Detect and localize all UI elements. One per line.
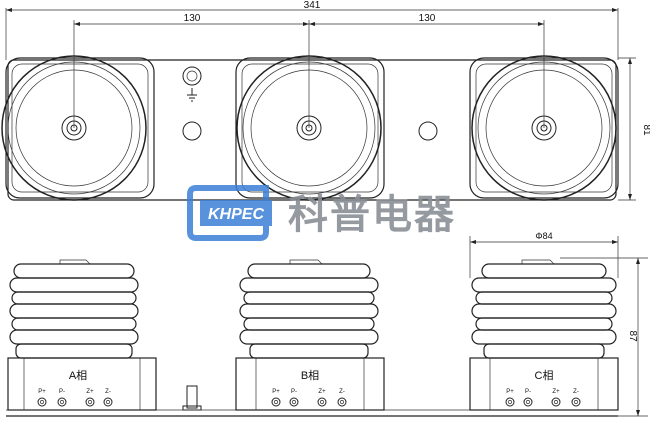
terminal-label: P+ (506, 389, 514, 395)
terminal-label: P- (525, 389, 531, 395)
insulator-front-b (235, 259, 385, 411)
terminal-studs (37, 397, 581, 407)
dim-top-height: 81 (641, 124, 650, 136)
terminal-label: Z+ (552, 389, 560, 395)
terminal-label: P- (291, 389, 297, 395)
watermark: KHPEC 科普电器 (187, 185, 456, 241)
logo-text: KHPEC (208, 206, 264, 223)
terminal-label: Z- (573, 389, 579, 395)
base-plate (7, 59, 617, 201)
flange-b-inner (241, 63, 379, 193)
company-name: 科普电器 (288, 193, 456, 237)
dim-pitch-left: 130 (184, 13, 201, 24)
khpec-logo: KHPEC (187, 185, 272, 241)
dim-front-height: 87 (627, 330, 638, 342)
front-dimensions: Φ84 87 (469, 231, 648, 417)
terminal-label: P+ (272, 389, 280, 395)
top-view (1, 55, 619, 201)
flange-b (235, 57, 385, 199)
phase-label-c: C相 (535, 369, 554, 382)
terminal-label: Z+ (86, 389, 94, 395)
terminal-label: Z- (105, 389, 111, 395)
phase-label-b: B相 (301, 369, 319, 382)
terminal-label: Z+ (318, 389, 326, 395)
mount-hole-right (418, 121, 438, 141)
top-dimensions: 341 130 130 81 (5, 0, 650, 201)
dim-diameter: Φ84 (535, 231, 552, 241)
dim-overall-width: 341 (304, 0, 321, 11)
terminal-label: Z- (339, 389, 345, 395)
phase-label-a: A相 (69, 369, 87, 382)
front-view: A相 B相 C相 P+ P- Z+ Z- P+ P- Z+ Z- P+ P- Z… (6, 259, 619, 417)
flange-a-inner (11, 63, 149, 193)
flange-a (5, 57, 155, 199)
mount-hole-left (182, 121, 202, 141)
dim-pitch-right: 130 (419, 13, 436, 24)
ground-bolt (182, 385, 202, 411)
terminal-label: P+ (38, 389, 46, 395)
insulator-front-c (469, 259, 619, 411)
ground-terminal (182, 66, 202, 102)
insulator-front-a (7, 259, 157, 411)
terminal-label: P- (59, 389, 65, 395)
